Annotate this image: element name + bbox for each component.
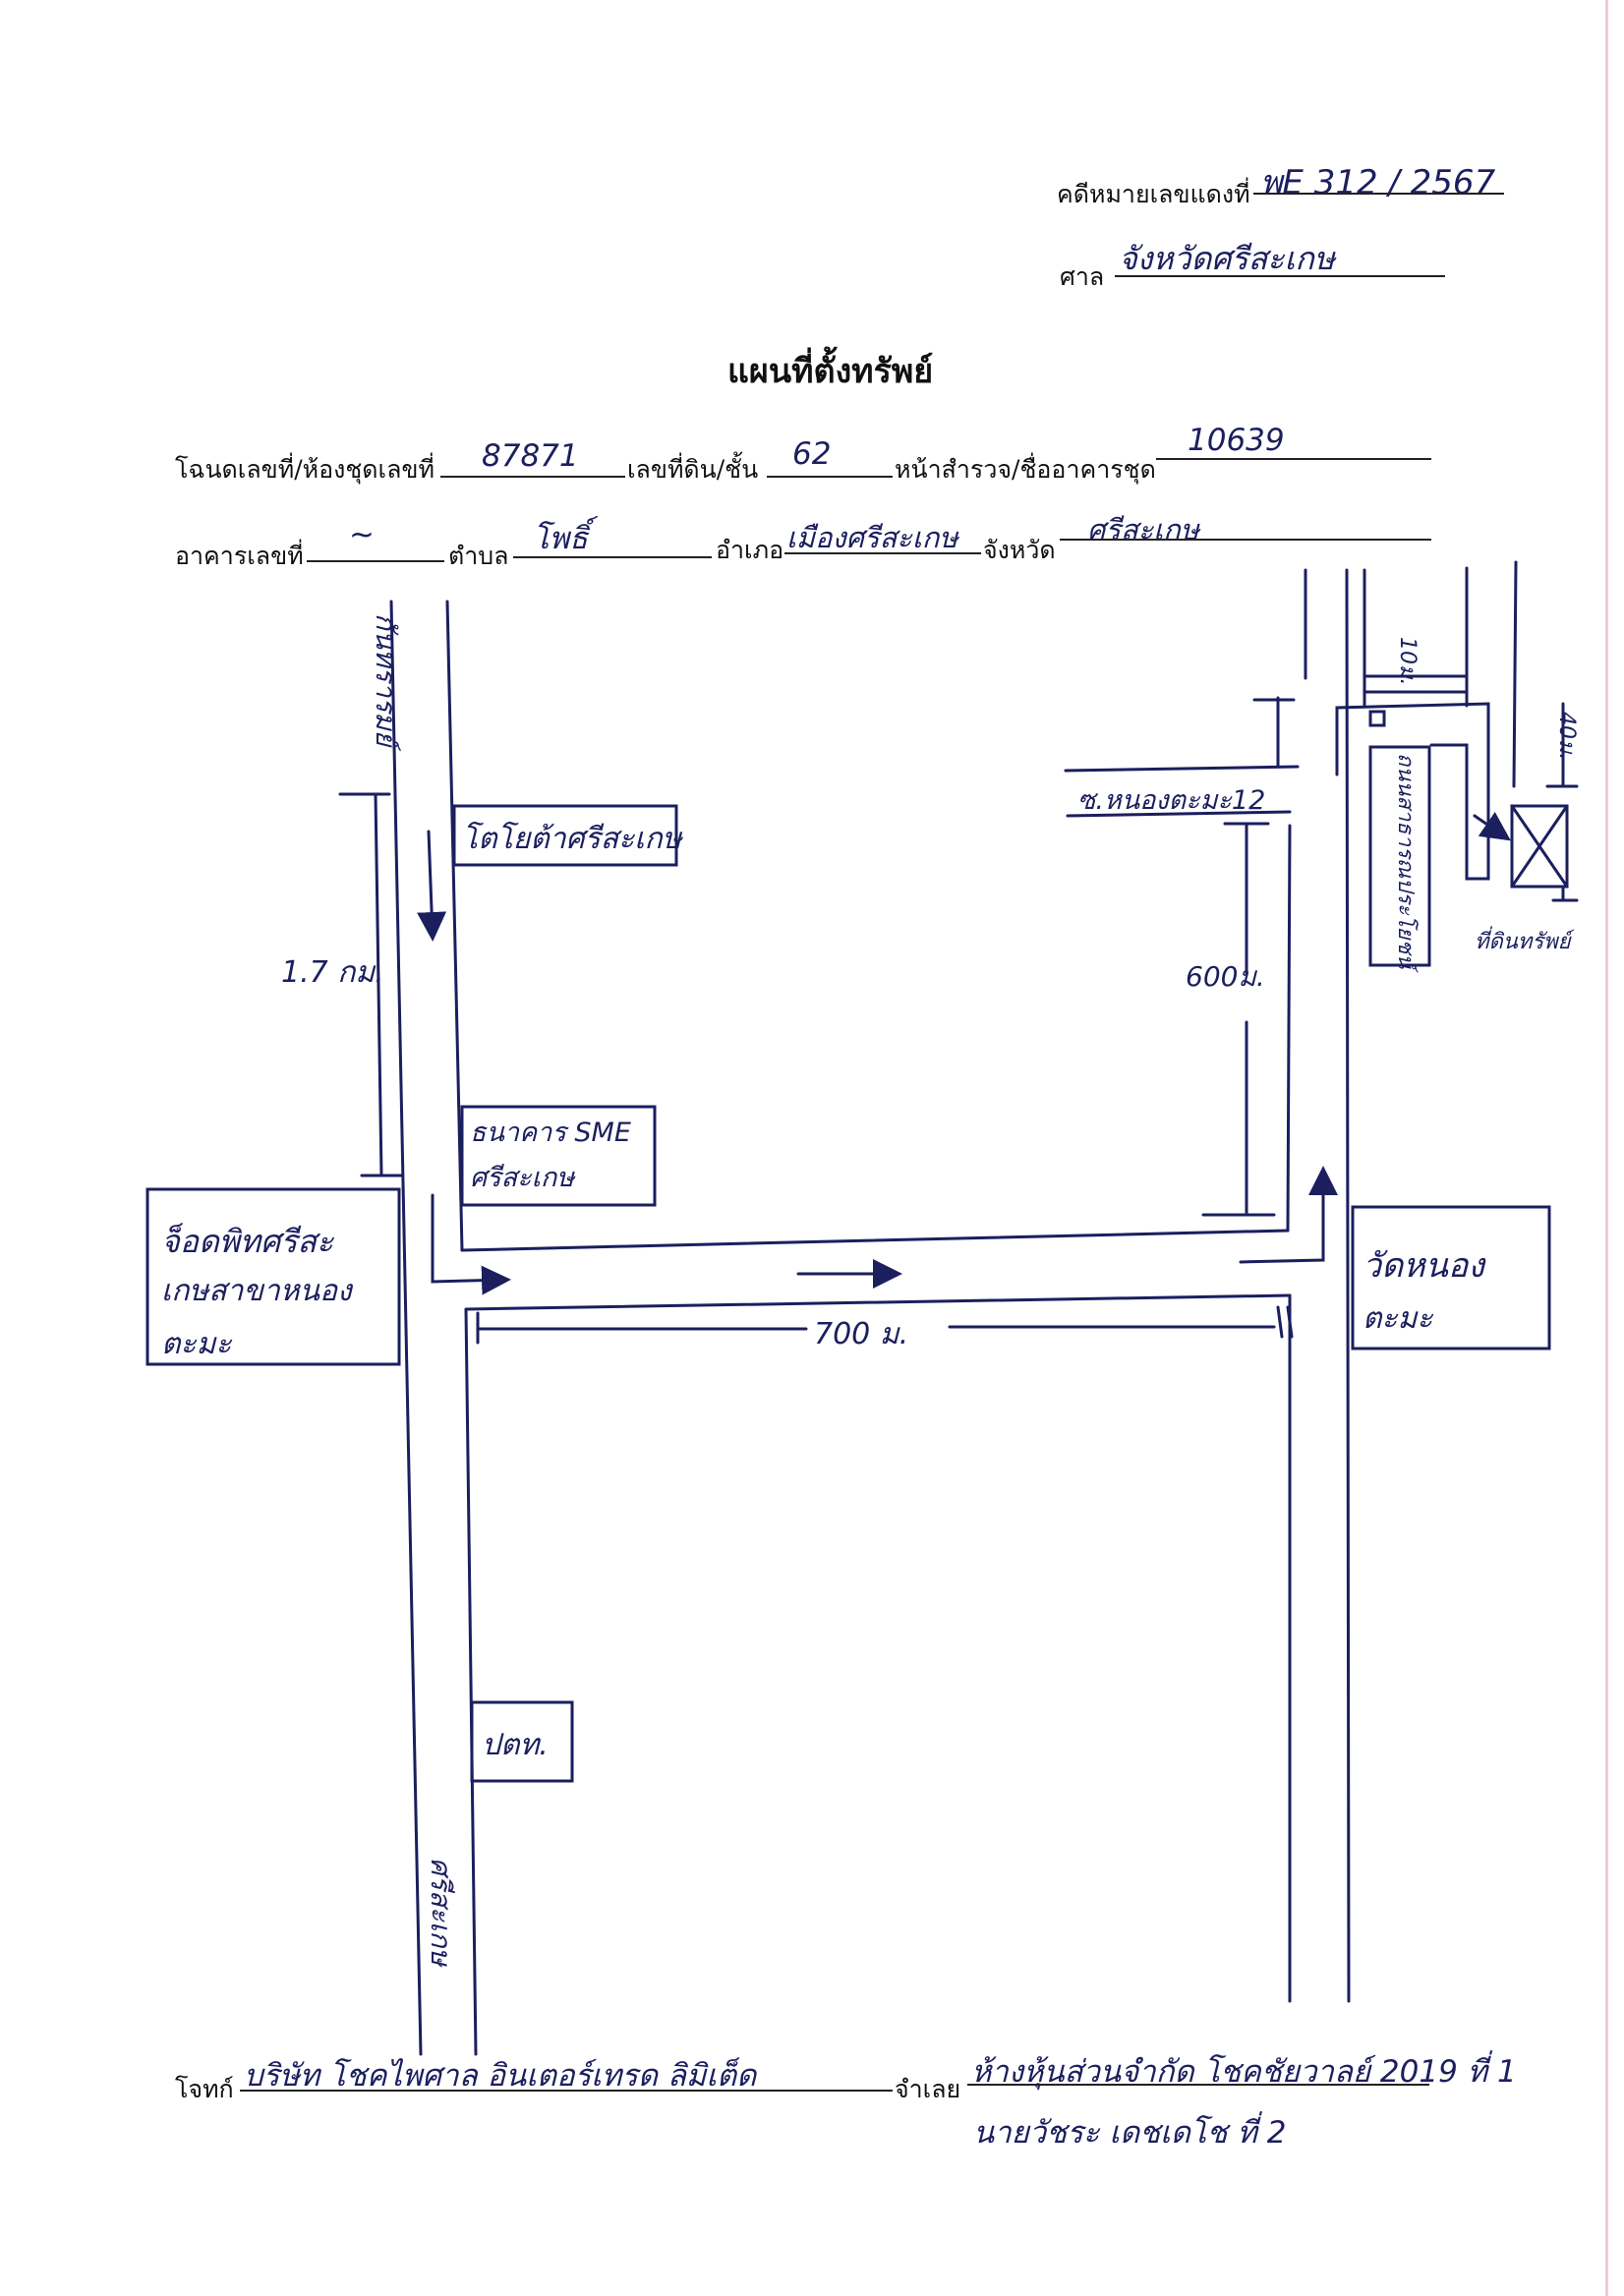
case-number-label: คดีหมายเลขแดงที่ — [1057, 180, 1250, 208]
land-no-underline — [767, 476, 893, 478]
defendant-value-2: นายวัชระ เดชเดโช ที่ 2 — [973, 2115, 1287, 2151]
district-value: เมืองศรีสะเกษ — [786, 521, 958, 554]
shop-label-1: จ็อดพิทศรีสะ — [161, 1223, 334, 1260]
page-edge — [1605, 0, 1608, 2296]
shop-label-3: ตะมะ — [161, 1327, 232, 1361]
sme-label-2: ศรีสะเกษ — [470, 1163, 574, 1193]
right-road-left-edge — [1286, 824, 1292, 1233]
building-underline — [307, 560, 444, 562]
defendant-value: ห้างหุ้นส่วนจำกัด โชคชัยวาลย์ 2019 ที่ 1 — [971, 2054, 1517, 2090]
main-road-right-edge-lower — [464, 1307, 478, 2056]
main-road-right-edge-upper — [445, 600, 464, 1252]
survey-underline — [1156, 458, 1431, 460]
distance-700m: 700 ม. — [814, 1317, 909, 1351]
shop-box — [145, 1187, 401, 1366]
province-label: จังหวัด — [983, 536, 1056, 564]
district-label: อำเภอ — [716, 536, 784, 564]
distance-40m: 40ม. — [1554, 712, 1579, 761]
direction-arrow-down — [417, 830, 447, 942]
distance-10m: 10ม. — [1395, 637, 1420, 686]
plaintiff-label: โจทก์ — [175, 2075, 234, 2103]
shop-label-2: เกษสาขาหนอง — [161, 1274, 352, 1308]
toyota-box — [452, 804, 678, 867]
road-label-bottom: ศรีสะเกษ — [425, 1858, 457, 1966]
building-value: ~ — [349, 517, 375, 552]
cross-road-top-edge — [460, 1229, 1290, 1252]
court-value: จังหวัดศรีสะเกษ — [1119, 240, 1335, 277]
property-label: ที่ดินทรัพย์ — [1475, 930, 1571, 954]
right-road-right-edge — [1345, 568, 1351, 2003]
defendant-underline — [967, 2084, 1429, 2086]
deed-value: 87871 — [482, 438, 579, 474]
cross-road-bottom-edge — [464, 1293, 1292, 1311]
sme-label-1: ธนาคาร SME — [470, 1118, 631, 1148]
case-number-value: พE 312 / 2567 — [1260, 163, 1496, 202]
land-no-label: เลขที่ดิน/ชั้น — [627, 455, 759, 484]
side-road-label: ถนนสาธารณประโยชน์ — [1393, 753, 1418, 969]
distance-1-7km: 1.7 กม. — [281, 955, 384, 990]
plaintiff-underline — [240, 2090, 893, 2092]
direction-arrow-turn — [431, 1193, 511, 1295]
toyota-label: โตโยต้าศรีสะเกษ — [462, 822, 682, 856]
subdistrict-value: โพธิ์ — [533, 521, 589, 556]
court-label: ศาล — [1060, 262, 1105, 291]
building-label: อาคารเลขที่ — [175, 542, 304, 570]
ptt-label: ปตท. — [482, 1728, 549, 1762]
direction-arrow-north — [1239, 1166, 1338, 1264]
defendant-label: จำเลย — [895, 2075, 961, 2103]
province-underline — [1060, 539, 1431, 541]
subdistrict-underline — [513, 556, 712, 558]
district-underline — [784, 552, 981, 554]
property-marker — [1510, 804, 1569, 889]
right-road-far-right-3 — [1512, 560, 1518, 788]
subdistrict-label: ตำบล — [448, 542, 509, 570]
province-value: ศรีสะเกษ — [1087, 513, 1199, 546]
survey-label: หน้าสำรวจ/ชื่ออาคารชุด — [895, 455, 1156, 484]
case-number-underline — [1253, 193, 1504, 195]
temple-label-2: ตะมะ — [1363, 1301, 1433, 1336]
land-no-value: 62 — [792, 436, 832, 472]
main-road-left-edge — [389, 600, 423, 2056]
road-label-top: กันทรารมย์ — [370, 613, 402, 747]
temple-label-1: วัดหนอง — [1363, 1246, 1484, 1286]
sme-bank-box — [460, 1105, 657, 1207]
side-road-box — [1368, 745, 1431, 967]
temple-box — [1351, 1205, 1551, 1350]
soi-label: ซ.หนองตะมะ12 — [1077, 785, 1266, 816]
soi-bottom-edge — [1066, 810, 1292, 818]
distance-600m: 600ม. — [1186, 960, 1265, 993]
page-title: แผนที่ตั้งทรัพย์ — [727, 352, 934, 391]
property-access-outline — [1335, 702, 1490, 881]
ptt-box — [470, 1700, 574, 1783]
deed-underline — [440, 476, 625, 478]
dimension-line-1 — [374, 792, 383, 1177]
survey-value: 10639 — [1188, 423, 1285, 458]
court-underline — [1115, 275, 1445, 277]
deed-label: โฉนดเลขที่/ห้องชุดเลขที่ — [175, 455, 435, 484]
soi-top-edge — [1064, 765, 1300, 773]
plaintiff-value: บริษัท โชคไพศาล อินเตอร์เทรด ลิมิเต็ด — [244, 2058, 757, 2094]
